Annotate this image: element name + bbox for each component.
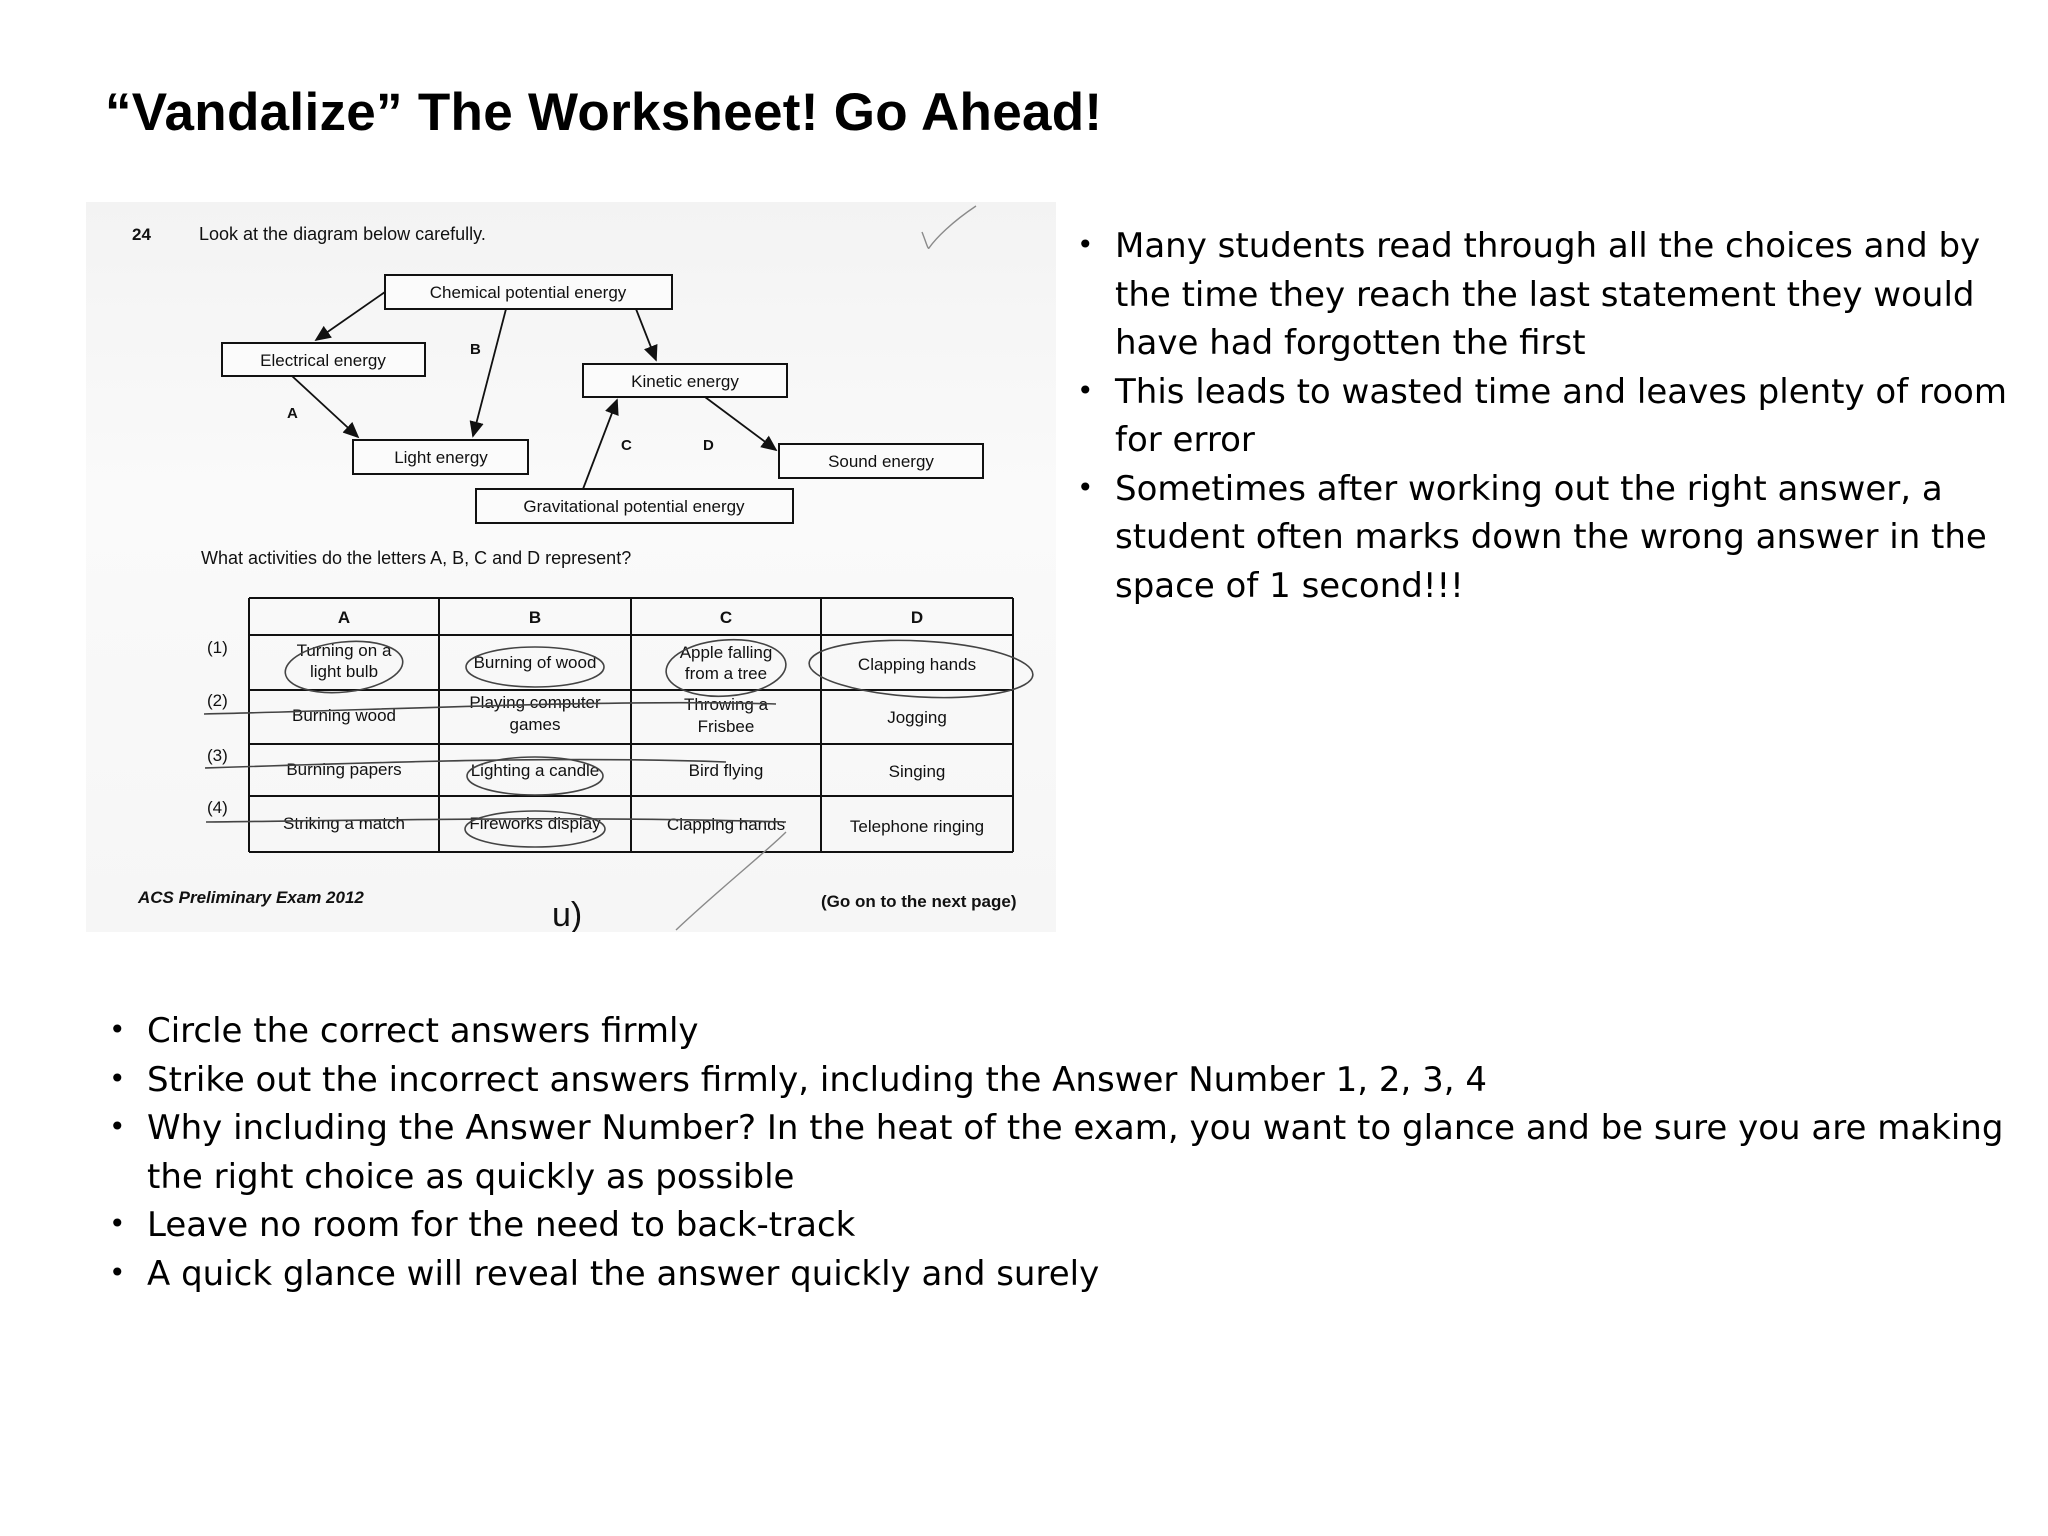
- bullet-text: Many students read through all the choic…: [1115, 226, 1981, 363]
- table-cell: Throwing a: [684, 695, 769, 714]
- circle-mark: [465, 646, 605, 688]
- bullet-item: • Circle the correct answers firmly: [109, 1007, 2027, 1056]
- svg-text:Light energy: Light energy: [394, 448, 488, 467]
- handwritten-mark: u): [552, 896, 582, 932]
- table-cell: Apple falling: [680, 643, 773, 662]
- svg-text:Gravitational potential energy: Gravitational potential energy: [523, 497, 745, 516]
- circle-mark: [665, 638, 787, 698]
- bullet-dot: •: [1077, 373, 1094, 407]
- bullet-text: Leave no room for the need to back-track: [147, 1205, 856, 1245]
- box-kinetic: Kinetic energy: [582, 363, 788, 398]
- arrow-a: [291, 375, 360, 439]
- worksheet-image: 24 Look at the diagram below carefully. …: [132, 205, 1034, 932]
- table-cell: Striking a match: [283, 814, 405, 833]
- table-cell: Telephone ringing: [850, 817, 984, 836]
- row-number: (1): [207, 638, 228, 657]
- bullet-item: • Sometimes after working out the right a…: [1077, 465, 2015, 611]
- row-number: (2): [207, 691, 228, 710]
- worksheet-scan: 24 Look at the diagram below carefully. …: [86, 202, 1056, 932]
- table-cell: Playing computer: [469, 693, 601, 712]
- bullet-text: This leads to wasted time and leaves ple…: [1115, 371, 2007, 461]
- answer-table: [248, 597, 1014, 853]
- table-cell: light bulb: [310, 662, 378, 681]
- arrow-c: [582, 398, 619, 490]
- svg-text:Chemical potential energy: Chemical potential energy: [430, 283, 627, 302]
- bullet-dot: •: [109, 1061, 126, 1095]
- row-number: (3): [207, 746, 228, 765]
- box-light: Light energy: [352, 439, 529, 475]
- svg-text:Sound energy: Sound energy: [828, 452, 934, 471]
- table-cell: Burning of wood: [474, 653, 597, 672]
- box-gravitational: Gravitational potential energy: [475, 488, 794, 524]
- table-header: C: [720, 608, 732, 627]
- arrow-d: [704, 396, 778, 452]
- slide-title: “Vandalize” The Worksheet! Go Ahead!: [105, 83, 1103, 142]
- tick-mark: [921, 205, 977, 249]
- table-cell: Singing: [889, 762, 946, 781]
- bullet-text: Circle the correct answers firmly: [147, 1011, 699, 1051]
- bullet-item: • Leave no room for the need to back-trac…: [109, 1201, 2027, 1250]
- strike-out-line: [204, 758, 727, 769]
- strike-out-line: [205, 818, 787, 823]
- bullet-text: Sometimes after working out the right an…: [1115, 468, 1987, 606]
- label-b: B: [470, 341, 481, 358]
- bullet-dot: •: [1077, 470, 1094, 504]
- bullet-text: A quick glance will reveal the answer qu…: [147, 1253, 1100, 1294]
- bullet-item: • A quick glance will reveal the answer q…: [109, 1250, 2027, 1299]
- row-number: (4): [207, 798, 228, 817]
- label-a: A: [287, 405, 298, 422]
- bullet-item: • Many students read through all the choi…: [1077, 222, 2015, 368]
- question-number: 24: [132, 225, 151, 244]
- circle-mark: [464, 810, 606, 848]
- table-cell: Fireworks display: [469, 814, 601, 833]
- table-header: B: [529, 608, 541, 627]
- circle-mark: [284, 640, 404, 694]
- table-cell: Clapping hands: [667, 815, 785, 834]
- svg-text:Electrical energy: Electrical energy: [260, 351, 386, 370]
- bullet-item: • This leads to wasted time and leaves pl…: [1077, 368, 2015, 465]
- arrow-chem-kinetic: [635, 308, 658, 362]
- bullet-dot: •: [109, 1255, 126, 1289]
- table-cell: Bird flying: [689, 761, 764, 780]
- bullet-dot: •: [1077, 228, 1094, 261]
- bullet-dot: •: [109, 1013, 126, 1046]
- strike-out-line: [203, 701, 777, 715]
- bullet-dot: •: [109, 1207, 126, 1240]
- bullet-item: • Strike out the incorrect answers firmly…: [109, 1056, 2027, 1105]
- table-cell: Jogging: [887, 708, 947, 727]
- table-header: A: [338, 608, 350, 627]
- question-instruction: Look at the diagram below carefully.: [199, 224, 486, 244]
- footer-exam-name: ACS Preliminary Exam 2012: [137, 888, 364, 907]
- bullet-dot: •: [109, 1110, 126, 1143]
- pen-stroke: [675, 831, 787, 931]
- circle-mark: [466, 756, 604, 796]
- right-bullet-list: • Many students read through all the choi…: [1077, 222, 2015, 611]
- svg-text:Kinetic energy: Kinetic energy: [631, 372, 739, 391]
- table-cell: games: [509, 715, 560, 734]
- arrow-b: [469, 308, 507, 438]
- box-sound: Sound energy: [778, 443, 984, 479]
- table-cell: Clapping hands: [858, 655, 976, 674]
- box-chemical: Chemical potential energy: [384, 274, 673, 310]
- footer-next-page: (Go on to the next page): [821, 892, 1017, 911]
- table-cell: Lighting a candle: [471, 761, 600, 780]
- bullet-text: Why including the Answer Number? In the …: [147, 1108, 2004, 1197]
- table-cell: Frisbee: [698, 717, 755, 736]
- arrow-chem-electrical: [314, 291, 386, 342]
- circle-mark: [808, 639, 1034, 699]
- box-electrical: Electrical energy: [221, 342, 426, 377]
- bottom-bullet-list: • Circle the correct answers firmly • Stri…: [109, 1007, 2027, 1299]
- bullet-item: • Why including the Answer Number? In the…: [109, 1104, 2027, 1201]
- table-cell: from a tree: [685, 664, 767, 683]
- label-c: C: [621, 437, 632, 454]
- question-text: What activities do the letters A, B, C a…: [201, 548, 631, 568]
- table-header: D: [911, 608, 923, 627]
- label-d: D: [703, 437, 714, 454]
- bullet-text: Strike out the incorrect answers firmly,…: [147, 1059, 1487, 1100]
